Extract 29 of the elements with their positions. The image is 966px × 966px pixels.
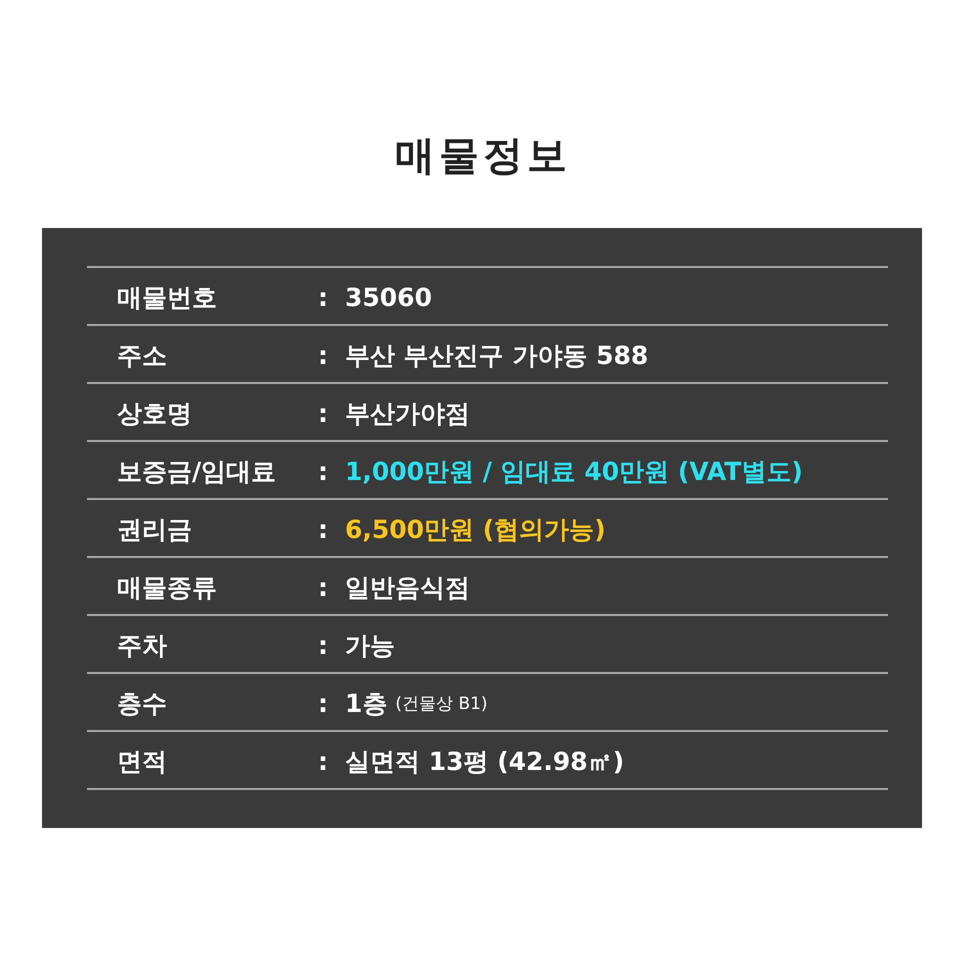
field-label: 상호명 bbox=[117, 398, 193, 430]
field-label: 보증금/임대료 bbox=[117, 456, 278, 488]
title: 매물정보 bbox=[394, 132, 572, 181]
field-note: (건물상 B1) bbox=[395, 692, 488, 714]
colon: : bbox=[318, 746, 329, 776]
colon: : bbox=[318, 688, 329, 718]
field-value: 1층 bbox=[345, 688, 388, 720]
field-value: 부산 부산진구 가야동 588 bbox=[345, 340, 648, 372]
field-label: 층수 bbox=[117, 688, 168, 720]
field-label: 주차 bbox=[117, 630, 168, 662]
field-label: 주소 bbox=[117, 340, 168, 372]
field-value: 부산가야점 bbox=[345, 398, 470, 430]
field-value: 6,500만원 (협의가능) bbox=[345, 514, 606, 546]
colon: : bbox=[318, 282, 329, 312]
field-label: 면적 bbox=[117, 746, 168, 778]
colon: : bbox=[318, 456, 329, 486]
field-value: 일반음식점 bbox=[345, 572, 470, 604]
colon: : bbox=[318, 514, 329, 544]
field-value: 가능 bbox=[345, 630, 395, 662]
field-value: 35060 bbox=[345, 282, 432, 312]
field-label: 매물종류 bbox=[117, 572, 218, 604]
field-value: 1,000만원 / 임대료 40만원 (VAT별도) bbox=[345, 456, 803, 488]
colon: : bbox=[318, 630, 329, 660]
colon: : bbox=[318, 398, 329, 428]
field-label: 권리금 bbox=[117, 514, 193, 546]
colon: : bbox=[318, 572, 329, 602]
field-label: 매물번호 bbox=[117, 282, 218, 314]
colon: : bbox=[318, 340, 329, 370]
field-value: 실면적 13평 (42.98㎡) bbox=[345, 746, 624, 778]
